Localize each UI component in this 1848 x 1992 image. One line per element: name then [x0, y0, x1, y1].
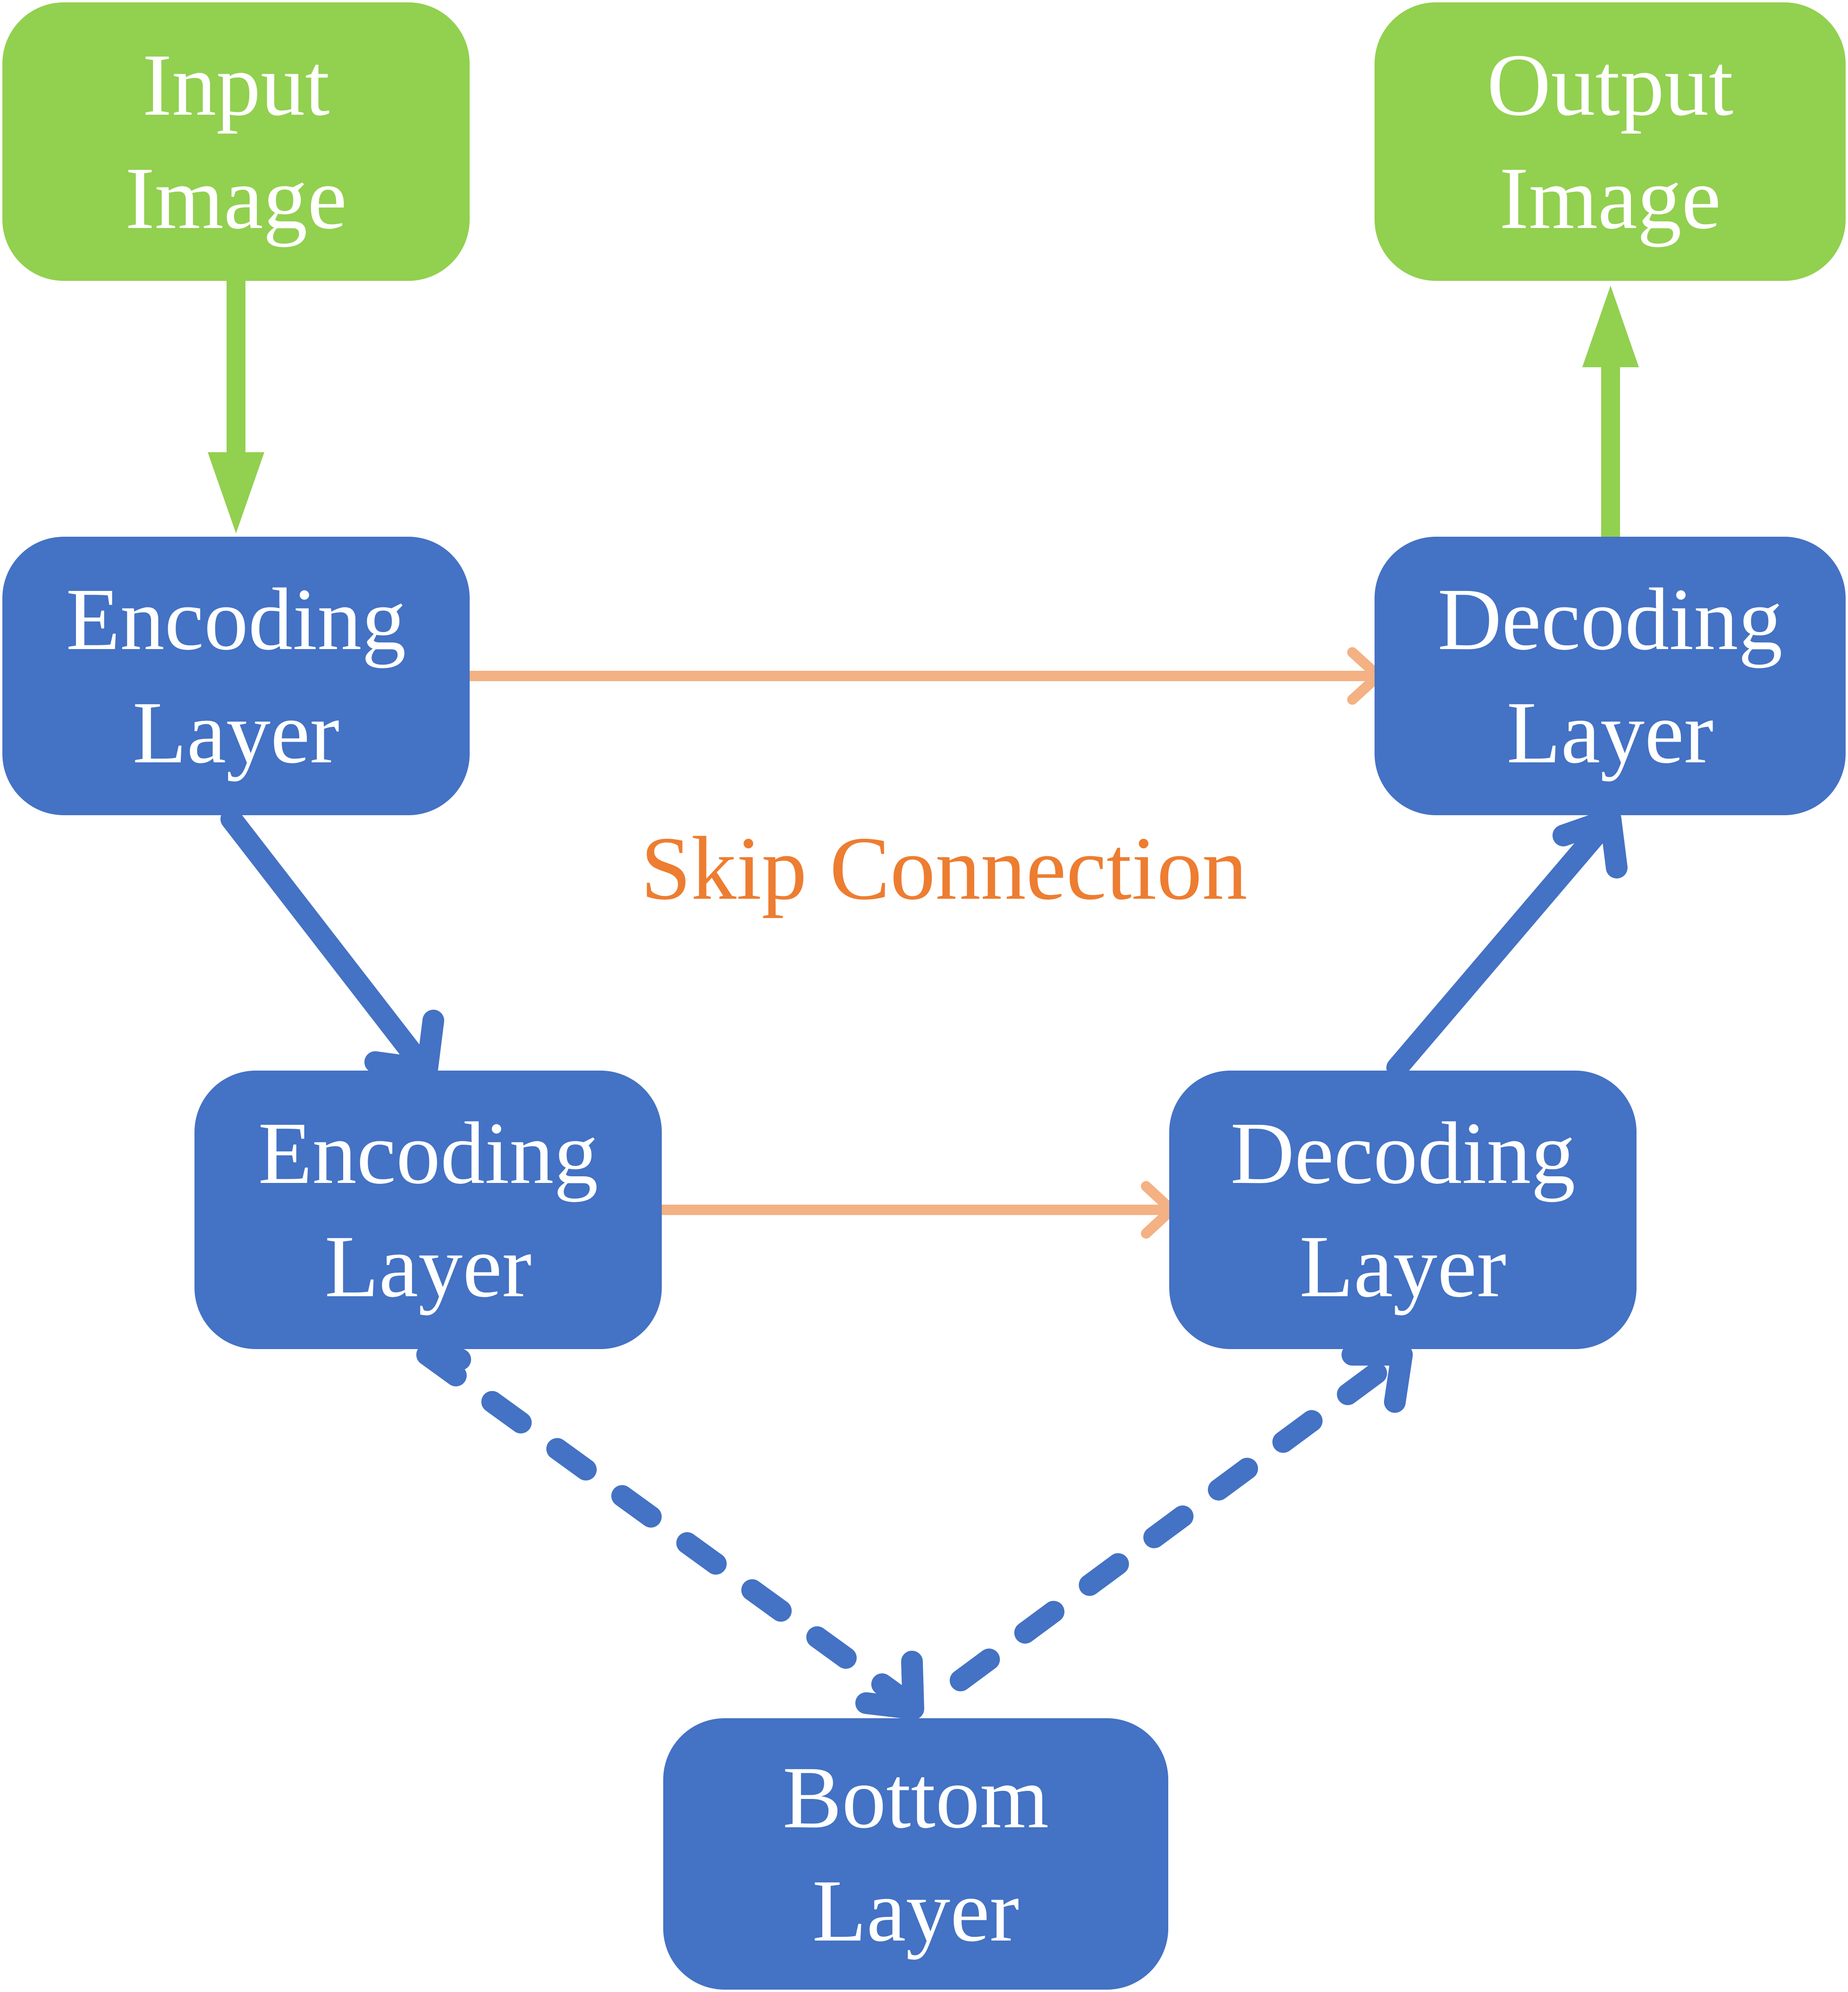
skip-connection-label: Skip Connection: [641, 818, 1248, 919]
output-image-line2: Image: [1499, 149, 1721, 247]
decoding-layer-1-box: Decoding Layer: [1375, 537, 1846, 815]
encoding-layer-2-line2: Layer: [324, 1217, 532, 1316]
arrow-encoding-to-encoding: [220, 808, 444, 1080]
output-image-box: Output Image: [1375, 2, 1846, 281]
bottom-layer-box: Bottom Layer: [663, 1718, 1168, 1990]
bottom-layer-line1: Bottom: [782, 1747, 1049, 1847]
decoding-layer-2-line2: Layer: [1299, 1217, 1507, 1316]
decoding-layer-2-box: Decoding Layer: [1169, 1071, 1637, 1349]
arrow-encoding-to-bottom: [416, 1344, 924, 1720]
arrow-decoding-to-output: [1582, 286, 1639, 537]
decoding-layer-1-line2: Layer: [1506, 683, 1714, 782]
input-image-line2: Image: [125, 149, 347, 247]
arrow-input-to-encoding: [208, 281, 264, 533]
encoding-layer-1-line1: Encoding: [66, 570, 406, 668]
skip-arrow-bottom: [657, 1181, 1177, 1239]
encoding-layer-2-line1: Encoding: [258, 1104, 599, 1202]
skip-arrow-top: [464, 647, 1384, 705]
bottom-layer-line2: Layer: [812, 1861, 1020, 1960]
encoding-layer-1-line2: Layer: [132, 683, 340, 782]
arrow-bottom-to-decoding: [950, 1344, 1413, 1691]
input-image-box: Input Image: [2, 2, 470, 281]
decoding-layer-1-line1: Decoding: [1437, 570, 1783, 668]
decoding-layer-2-line1: Decoding: [1230, 1104, 1576, 1202]
output-image-line1: Output: [1486, 35, 1734, 134]
encoding-layer-1-box: Encoding Layer: [2, 537, 470, 815]
encoding-layer-2-box: Encoding Layer: [194, 1071, 662, 1349]
arrow-decoding-to-decoding: [1386, 808, 1628, 1079]
input-image-line1: Input: [142, 35, 330, 134]
